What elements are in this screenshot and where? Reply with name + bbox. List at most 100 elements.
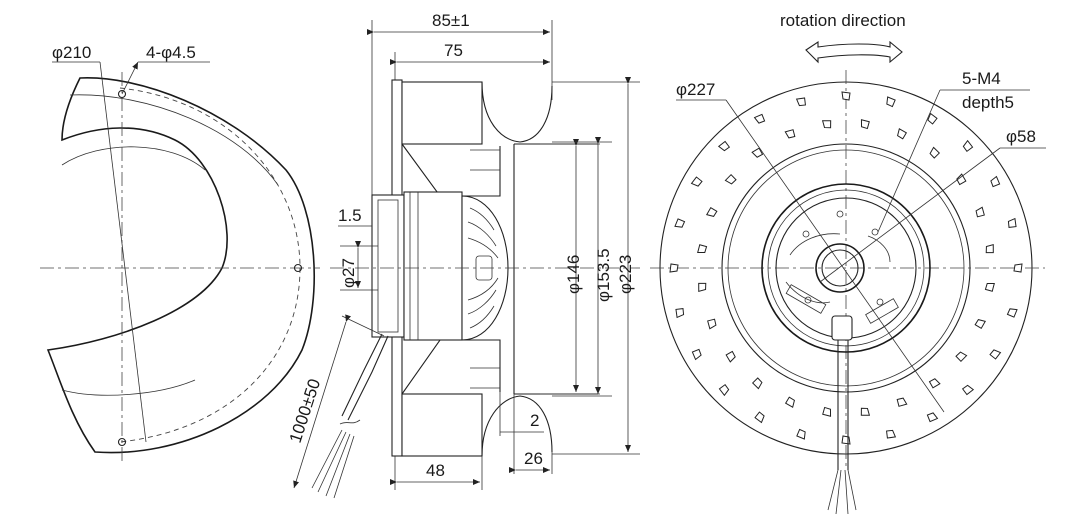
inlet-length-label: 48 — [426, 461, 445, 480]
mounting-hole-top — [117, 89, 127, 99]
shaft-hub-inner — [821, 249, 859, 287]
blade-tip-mark — [984, 282, 995, 292]
outer-diameter-label: φ210 — [52, 43, 91, 62]
blade-tip-mark — [961, 384, 975, 396]
blade-tip-mark — [784, 129, 796, 139]
thread-label: 5-M4 — [962, 69, 1001, 88]
outlet-length-label: 26 — [524, 449, 543, 468]
cable-gland — [831, 315, 853, 341]
front-view: rotation direction φ227 5-M4 dep — [650, 11, 1046, 515]
blade-tip-mark — [956, 173, 967, 186]
front-cable-wires — [827, 469, 857, 515]
d227-leader — [725, 99, 945, 413]
blade-tip-mark — [669, 263, 679, 273]
holes-label: 4-φ4.5 — [146, 43, 196, 62]
blade-tip-mark — [886, 429, 897, 439]
motor-nameplate-right — [865, 298, 899, 324]
blade-tip-mark — [989, 349, 1002, 360]
blade-tip-mark — [795, 97, 806, 107]
rotation-direction-label: rotation direction — [780, 11, 906, 30]
blade-slope-bottom — [401, 339, 501, 395]
impeller-diameter-label: φ227 — [676, 80, 715, 99]
holes-leader — [121, 61, 139, 95]
blade-tip-mark — [674, 218, 686, 228]
blade-tip-mark — [718, 383, 730, 397]
diam-mid-label: φ153.5 — [594, 248, 613, 302]
depth-label: depth5 — [962, 93, 1014, 112]
blade-tip-mark — [754, 411, 765, 424]
blade-tip-mark — [841, 435, 851, 445]
blade-tip-mark — [955, 351, 968, 363]
diam-outer-label: φ223 — [616, 255, 635, 294]
thread-hole-3 — [802, 230, 810, 238]
cable-break — [339, 419, 361, 425]
blade-tip-mark — [1007, 217, 1017, 228]
thread-hole-4 — [876, 298, 884, 306]
motor-body — [403, 191, 463, 341]
inlet-ring-inner-line — [69, 94, 279, 186]
blade-tip-mark — [822, 406, 832, 417]
blade-tip-mark — [990, 175, 1001, 188]
motor-flange-inner — [377, 199, 399, 333]
diam-inner-label: φ146 — [564, 255, 583, 294]
mounting-hole-right — [293, 263, 303, 273]
rotation-arrow — [805, 40, 903, 64]
blade-tip-mark — [753, 113, 766, 124]
inlet-lower-curve — [61, 379, 196, 396]
blade-tip-mark — [821, 120, 832, 129]
motor-outer — [761, 183, 931, 353]
hub-diameter-label: φ27 — [339, 258, 358, 288]
blade-tip-mark — [751, 147, 764, 158]
blade-tip-mark — [927, 112, 938, 125]
side-view: 85±1 75 — [286, 11, 640, 499]
hub-web — [785, 233, 891, 304]
cable — [347, 335, 389, 421]
motor-outer-2 — [767, 189, 925, 347]
blade-tip-mark — [725, 350, 736, 363]
cable-dim-line — [293, 314, 351, 489]
blade-tip-mark — [796, 428, 806, 440]
thread-hole-2 — [871, 228, 879, 236]
blade-band-bottom — [401, 393, 483, 457]
blade-marks — [669, 91, 1023, 445]
body-length-label: 75 — [444, 41, 463, 60]
blade-tip-mark — [1006, 308, 1018, 318]
thread-hole-5 — [804, 296, 812, 304]
blade-band-top — [401, 81, 483, 145]
blade-tip-mark — [926, 412, 939, 423]
blade-tip-mark — [706, 206, 718, 217]
mounting-hole-bottom — [117, 437, 127, 447]
blade-tip-mark — [691, 348, 702, 361]
blade-tip-mark — [974, 319, 986, 330]
cable-wires — [311, 429, 355, 499]
blade-tip-mark — [929, 146, 941, 159]
blade-tip-mark — [962, 139, 974, 153]
cable-2 — [341, 333, 383, 417]
m4-leader — [877, 89, 941, 233]
blade-tip-mark — [690, 176, 703, 187]
diameter-210-leader — [99, 61, 147, 443]
inlet-inner-curve — [61, 146, 206, 171]
blade-tip-mark — [928, 378, 941, 389]
blade-tip-mark — [860, 407, 871, 416]
overall-length-label: 85±1 — [432, 11, 470, 30]
blade-tip-mark — [724, 173, 737, 185]
blade-tip-mark — [751, 377, 763, 390]
blade-tip-mark — [784, 396, 795, 408]
shaft-offset-label: 1.5 — [338, 206, 362, 225]
motor-nameplate-left — [785, 284, 827, 314]
left-view: φ210 4-φ4.5 — [40, 43, 320, 462]
inlet-ring-outline — [46, 77, 315, 454]
blade-tip-mark — [1013, 263, 1023, 273]
blade-tip-mark — [897, 128, 908, 140]
d58-leader — [819, 147, 1001, 283]
shaft-hub-outer — [815, 243, 865, 293]
blade-tip-mark — [841, 91, 851, 101]
blade-tip-mark — [985, 243, 994, 254]
thread-hole-1 — [836, 210, 844, 218]
blade-tip-mark — [698, 282, 707, 293]
blade-tip-mark — [860, 119, 870, 130]
blade-tip-mark — [886, 96, 896, 108]
blade-slope-top — [401, 143, 501, 197]
